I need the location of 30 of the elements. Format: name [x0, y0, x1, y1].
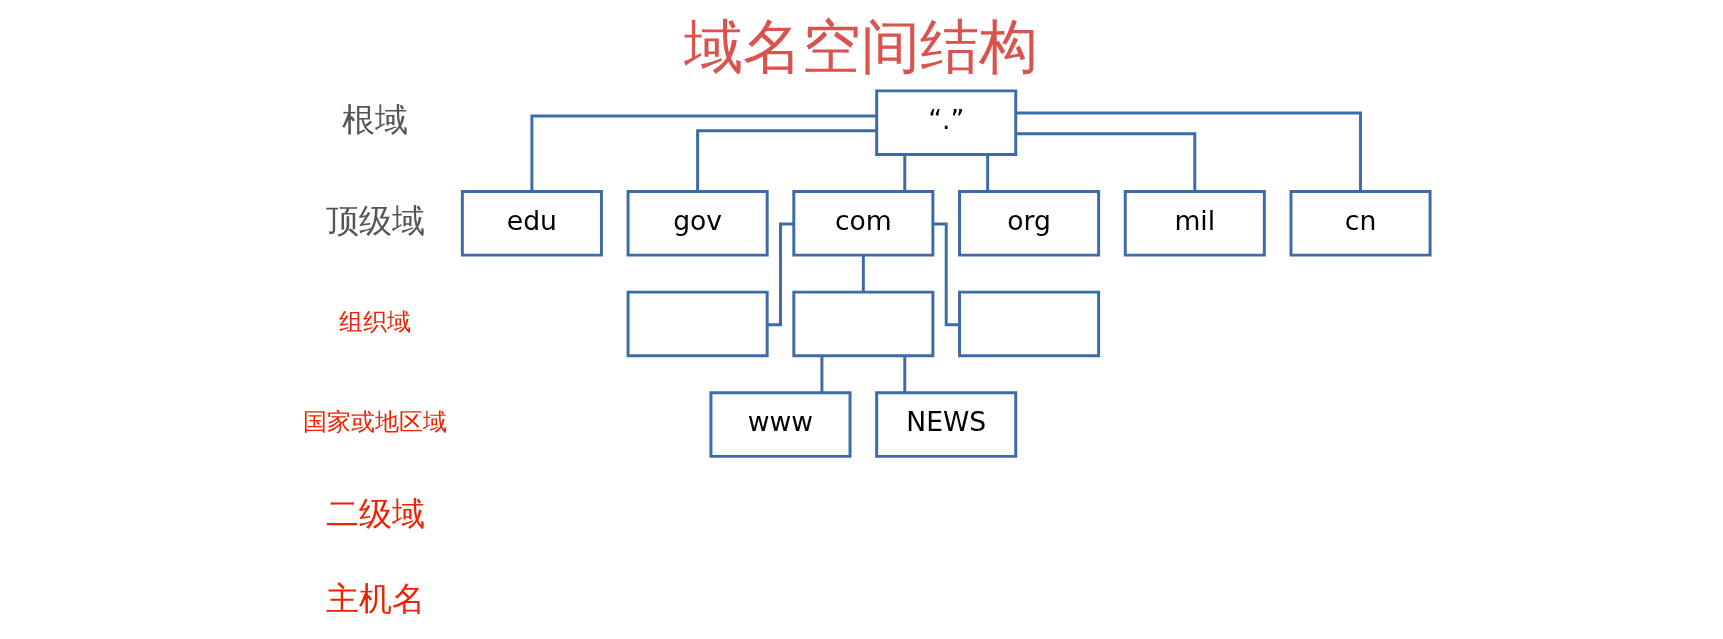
connector	[861, 255, 865, 292]
connector	[903, 154, 907, 192]
connector	[820, 355, 824, 393]
node-box	[626, 290, 769, 358]
node-box: mil	[1123, 190, 1266, 257]
connector	[530, 114, 877, 192]
node-box: edu	[460, 190, 603, 257]
node-box: www	[709, 391, 852, 458]
label: 根域	[342, 100, 409, 139]
node-box: com	[792, 190, 935, 257]
connector	[986, 154, 990, 192]
node-box	[792, 290, 935, 358]
label: 主机名	[325, 579, 425, 618]
node-box	[958, 290, 1101, 358]
connector	[1016, 132, 1197, 192]
node-box: cn	[1289, 190, 1432, 257]
label: 顶级域	[325, 201, 425, 240]
label: 二级域	[325, 495, 425, 534]
node-box: gov	[626, 190, 769, 257]
node-box: “.”	[875, 89, 1018, 156]
diagram-title: 域名空间结构	[684, 12, 1039, 82]
label: 组织域	[339, 307, 412, 336]
connector	[696, 129, 877, 192]
node-box: org	[958, 190, 1101, 257]
connector	[903, 355, 907, 393]
connector	[932, 222, 960, 327]
connector	[767, 222, 794, 327]
connector	[1016, 111, 1362, 192]
node-box: NEWS	[875, 391, 1018, 458]
label: 国家或地区域	[303, 408, 448, 437]
